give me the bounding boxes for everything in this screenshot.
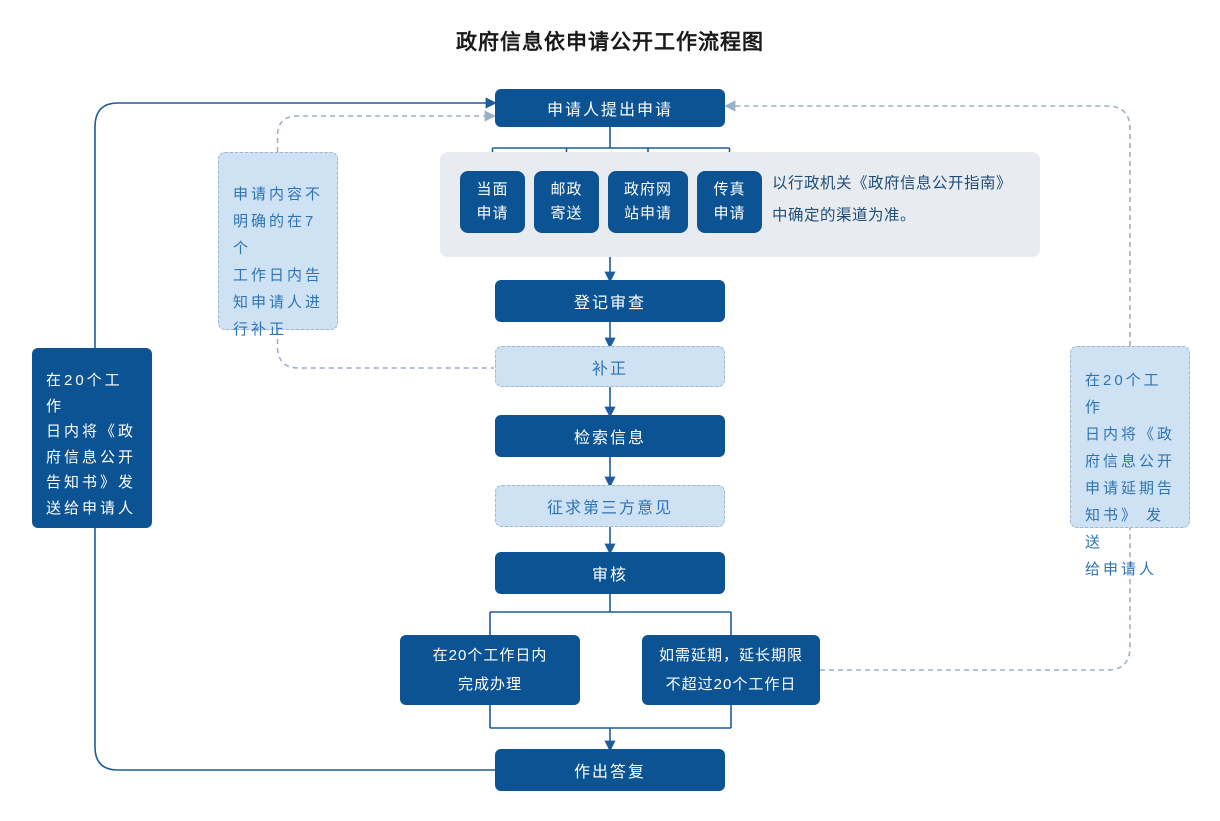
node-channel-inperson: 当面 申请 [460, 171, 525, 233]
node-channel-mail: 邮政 寄送 [534, 171, 599, 233]
node-extend: 如需延期，延长期限 不超过20个工作日 [642, 635, 820, 705]
line-supplement-note-to-supplement [276, 330, 494, 369]
node-reply: 作出答复 [495, 749, 725, 791]
node-register: 登记审查 [495, 280, 725, 322]
node-search: 检索信息 [495, 415, 725, 457]
node-channel-website: 政府网 站申请 [608, 171, 688, 233]
note-extension-notice: 在20个工作 日内将《政 府信息公开 申请延期告 知书》 发送 给申请人 [1070, 346, 1190, 578]
node-apply: 申请人提出申请 [495, 89, 725, 127]
node-complete: 在20个工作日内 完成办理 [400, 635, 580, 705]
node-third-party: 征求第三方意见 [495, 485, 725, 527]
node-review: 审核 [495, 552, 725, 594]
arrow-supplement-note-to-apply [276, 110, 496, 152]
channels-note: 以行政机关《政府信息公开指南》 中确定的渠道为准。 [772, 175, 1013, 224]
node-channel-fax: 传真 申请 [697, 171, 762, 233]
note-supplement-rule: 申请内容不 明确的在7个 工作日内告 知申请人进 行补正 [218, 152, 338, 338]
page-title: 政府信息依申请公开工作流程图 [456, 31, 764, 54]
node-supplement: 补正 [495, 346, 725, 387]
line-extend-to-rightnote [820, 528, 1131, 671]
note-disclosure-notice: 在20个工作 日内将《政 府信息公开 告知书》发 送给申请人 [32, 348, 152, 528]
